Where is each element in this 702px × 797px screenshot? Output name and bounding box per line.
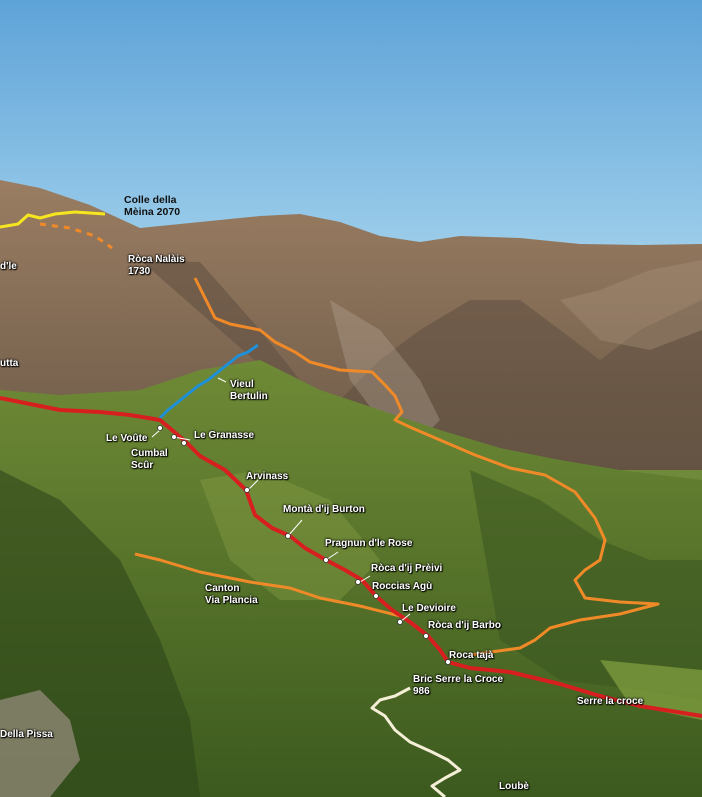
label-della-pissa: Della Pissa xyxy=(0,729,53,740)
label-roca-nalais: Ròca Nalàis 1730 xyxy=(128,254,185,278)
orange-trail-lower xyxy=(134,552,401,618)
label-le-devioire: Le Devioire xyxy=(402,603,456,614)
label-partial-utta: utta xyxy=(0,358,19,369)
label-cumbal-scur-line2: Scûr xyxy=(131,460,154,471)
rock-highlight xyxy=(330,300,440,440)
rock-outcrop-bottom xyxy=(0,690,80,797)
label-roca-preivi: Ròca d'ij Prèivi xyxy=(371,563,443,574)
label-colle-meina-line1: Colle della xyxy=(124,194,177,206)
label-canton-via-plancia: Canton Via Plancia xyxy=(205,583,258,607)
meadow-right xyxy=(600,660,702,720)
label-colle-meina-line2: Mèina 2070 xyxy=(124,206,181,218)
label-canton-line1: Canton xyxy=(205,583,240,594)
label-bric-serre-line2: 986 xyxy=(413,686,430,697)
label-canton-line2: Via Plancia xyxy=(205,595,258,606)
label-serre-croce: Serre la croce xyxy=(577,696,644,707)
label-roca-taja: Roca tajà xyxy=(449,650,494,661)
label-colle-meina: Colle della Mèina 2070 xyxy=(124,194,180,218)
white-trail xyxy=(370,686,462,797)
yellow-trail xyxy=(0,210,106,229)
label-arvinass: Arvinass xyxy=(246,471,289,482)
label-cumbal-scur: Cumbal Scûr xyxy=(131,448,168,472)
label-bric-serre: Bric Serre la Croce 986 xyxy=(413,674,503,698)
rock-shading xyxy=(140,260,702,470)
label-monta-burton: Montà d'ij Burton xyxy=(283,504,365,515)
red-trail xyxy=(0,396,702,718)
label-roca-barbo: Ròca d'ij Barbo xyxy=(428,620,501,631)
label-cumbal-scur-line1: Cumbal xyxy=(131,448,168,459)
label-vieul-bertulin-line2: Bertulin xyxy=(230,391,268,402)
rock-highlight-right xyxy=(560,260,702,350)
label-le-granasse: Le Granasse xyxy=(194,430,255,441)
waypoint-dots xyxy=(157,425,451,665)
yellow-dashed-link xyxy=(39,222,113,250)
orange-trail-upper xyxy=(193,277,660,657)
label-roca-nalais-line1: Ròca Nalàis xyxy=(128,254,185,265)
label-vieul-bertulin-line1: Vieul xyxy=(230,379,254,390)
label-vieul-bertulin: Vieul Bertulin xyxy=(230,379,268,403)
label-roccias-agu: Roccias Agù xyxy=(372,581,433,592)
label-loube: Loubè xyxy=(499,781,529,792)
blue-trail xyxy=(158,343,259,420)
label-partial-dle: d'le xyxy=(0,261,17,272)
label-le-voute: Le Voûte xyxy=(106,433,148,444)
label-roca-nalais-line2: 1730 xyxy=(128,266,151,277)
label-pragnun-rose: Pragnun d'le Rose xyxy=(325,538,413,549)
label-bric-serre-line1: Bric Serre la Croce xyxy=(413,674,504,685)
